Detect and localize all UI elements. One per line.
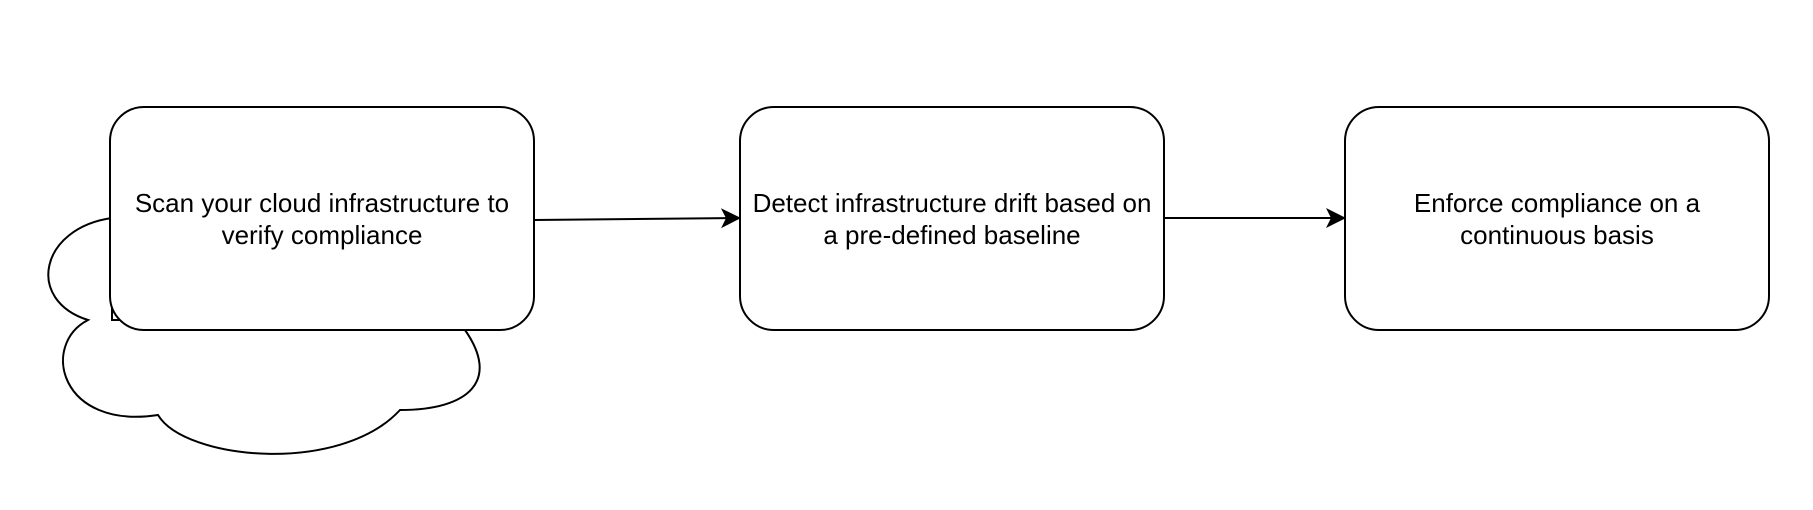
step-label-1: Scan your cloud infrastructure to verify… xyxy=(134,187,510,250)
connector-arrow-1 xyxy=(533,208,741,229)
step-label-3: Enforce compliance on a continuous basis xyxy=(1413,187,1701,250)
step-label-2: Detect infrastructure drift based on a p… xyxy=(752,187,1152,250)
cloud-shape xyxy=(47,216,481,455)
step-box-1[interactable] xyxy=(109,106,535,331)
